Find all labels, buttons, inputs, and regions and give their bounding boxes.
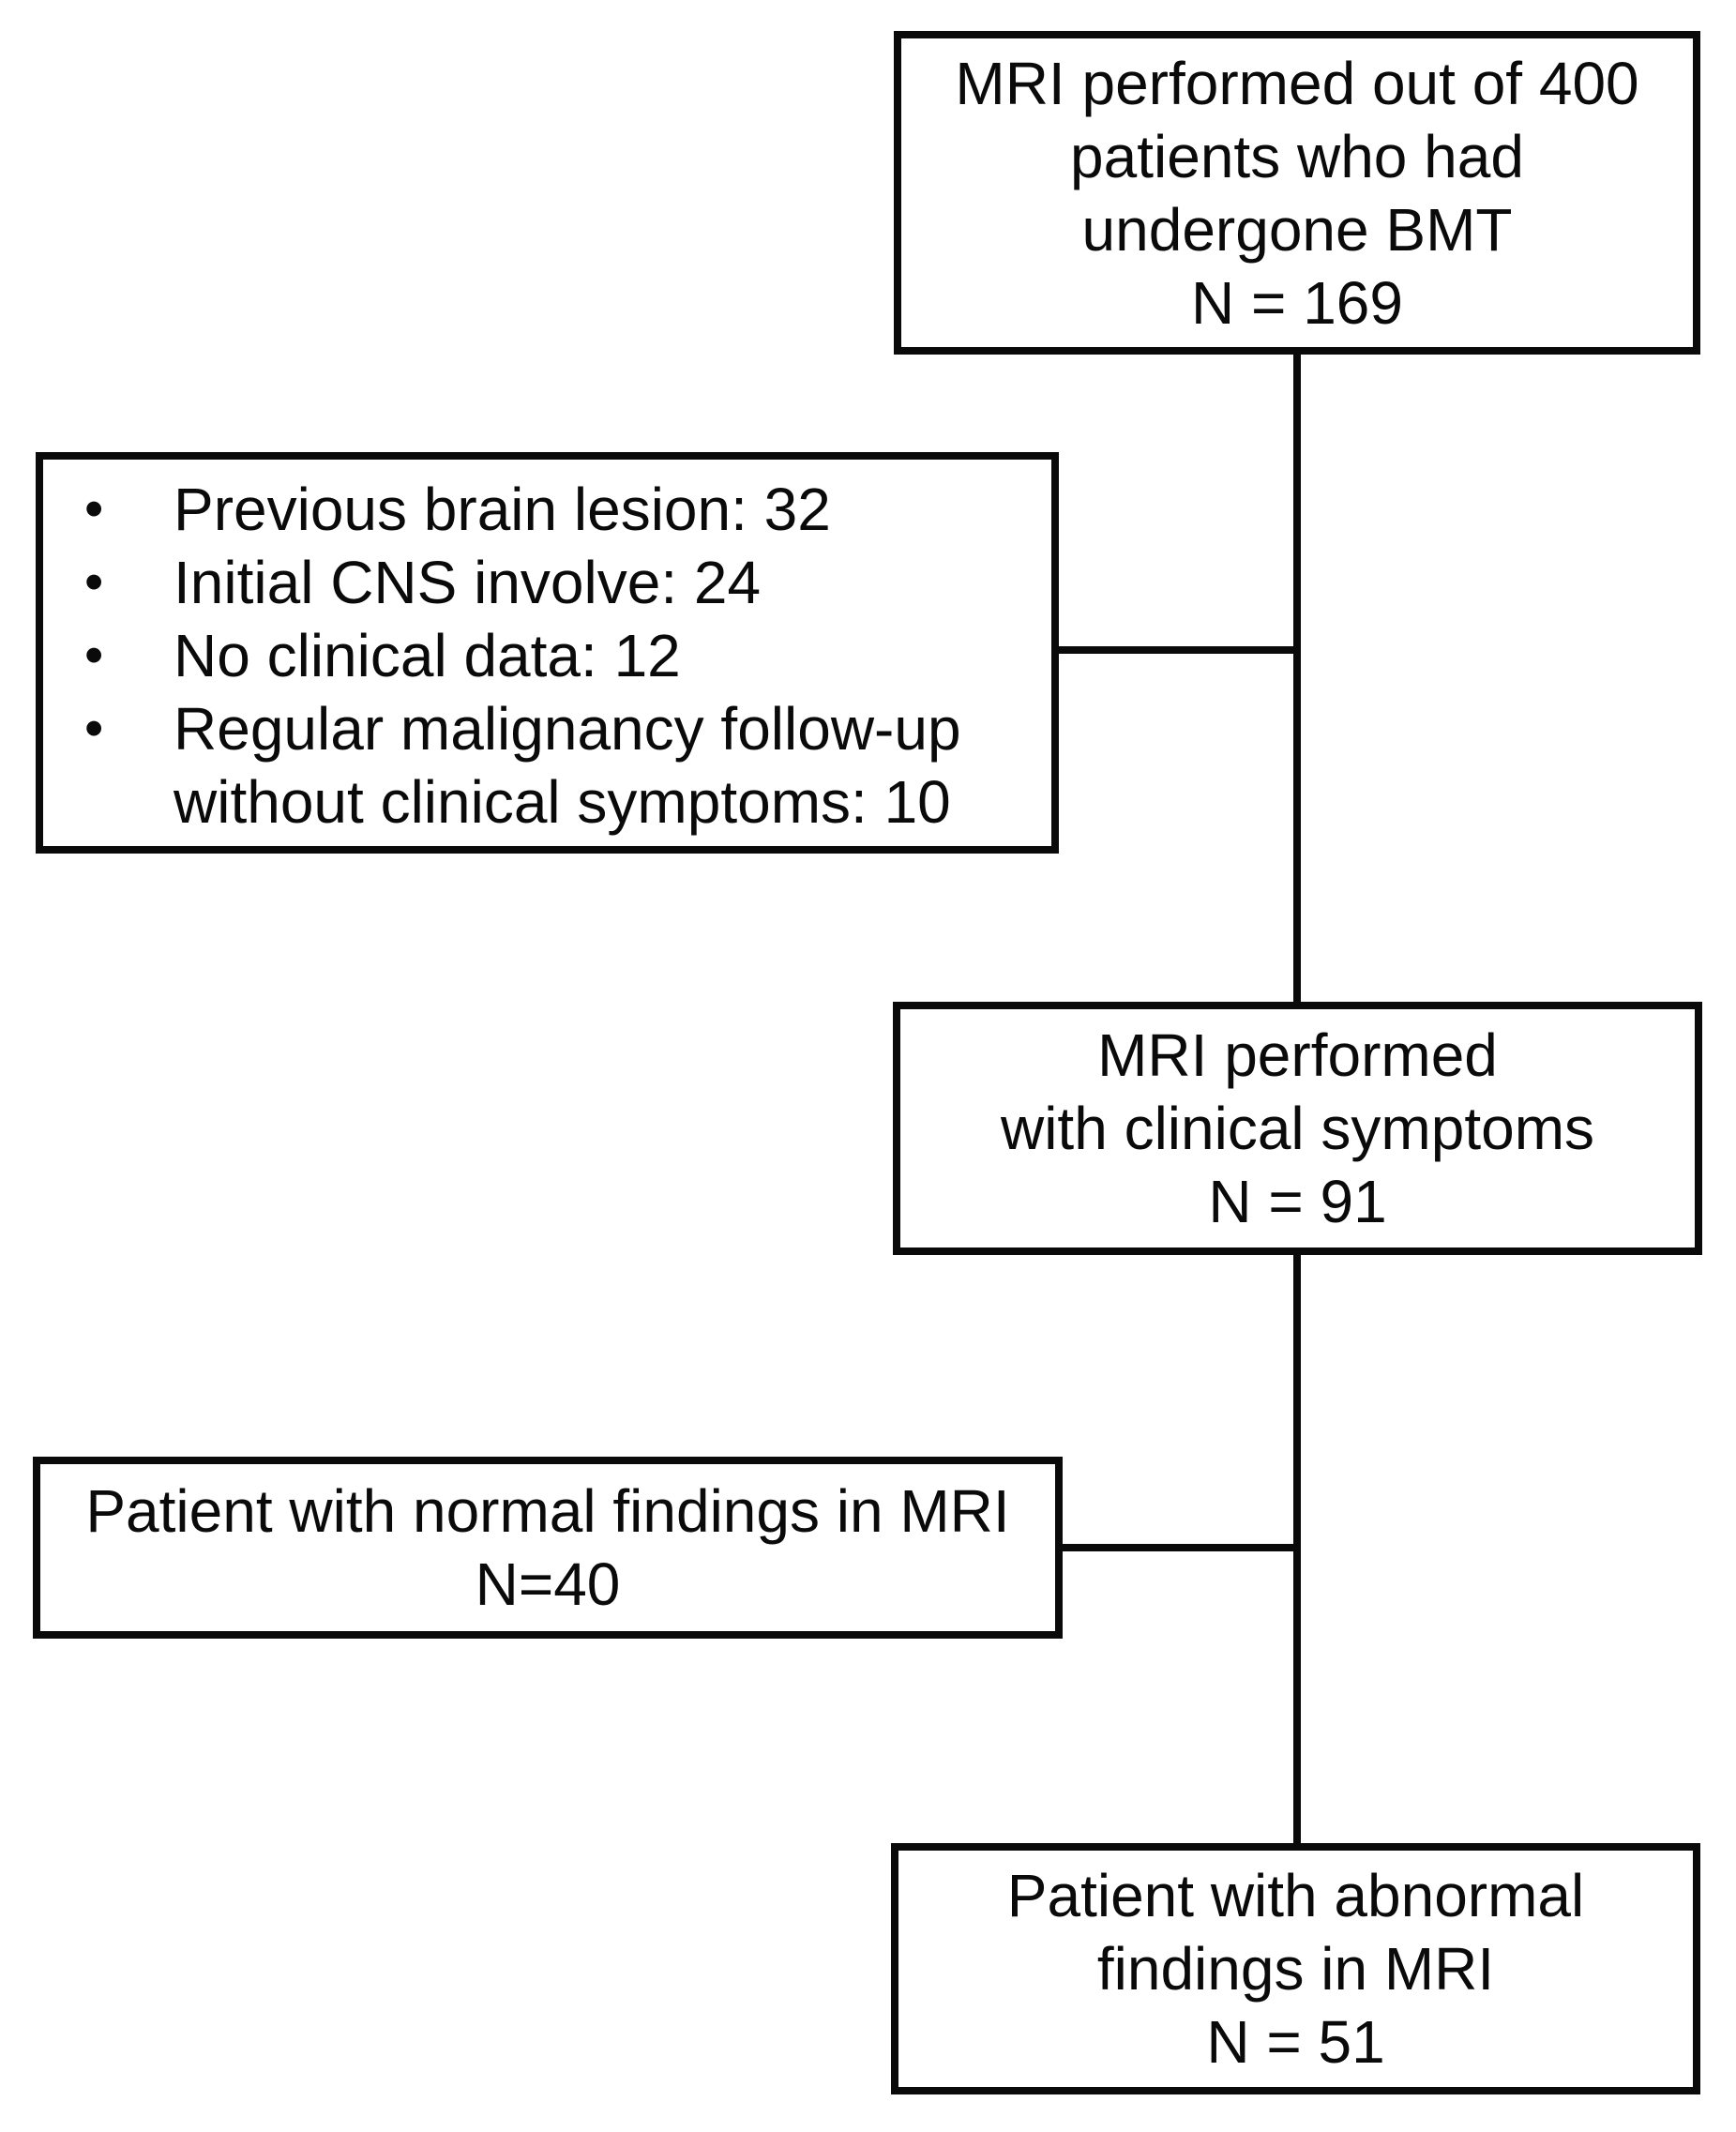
box-count-label: N = 91	[1208, 1168, 1387, 1235]
list-item-label: Regular malignancy follow-up without cli…	[174, 695, 961, 836]
bullet-icon: •	[84, 552, 104, 612]
box-normal-findings: Patient with normal findings in MRI N=40	[33, 1457, 1063, 1639]
box-text-line: with clinical symptoms	[1000, 1095, 1595, 1162]
connector-horizontal-normal	[1059, 1544, 1301, 1551]
list-item: • Regular malignancy follow-up without c…	[71, 692, 1040, 839]
box-count-label: N=40	[475, 1550, 621, 1618]
box-count-label: N = 169	[1191, 268, 1403, 337]
box-text-line: findings in MRI	[1096, 1935, 1495, 2003]
box-text-line: undergone BMT	[1081, 195, 1513, 264]
list-item: • Initial CNS involve: 24	[71, 546, 1040, 619]
list-item: • Previous brain lesion: 32	[71, 473, 1040, 546]
box-text-line: MRI performed	[1097, 1021, 1498, 1089]
list-item-label: No clinical data: 12	[174, 622, 681, 689]
connector-horizontal-exclusion	[1055, 646, 1297, 654]
box-abnormal-findings: Patient with abnormal findings in MRI N …	[891, 1843, 1700, 2094]
list-item-label: Previous brain lesion: 32	[174, 476, 831, 543]
box-mri-performed-total: MRI performed out of 400 patients who ha…	[894, 31, 1700, 355]
box-text-line: Patient with abnormal	[1006, 1862, 1585, 1929]
bullet-icon: •	[84, 625, 104, 686]
list-item-label: Initial CNS involve: 24	[174, 549, 762, 616]
connector-vertical-top	[1293, 355, 1301, 1002]
box-text-line: Patient with normal findings in MRI	[85, 1477, 1010, 1545]
box-exclusions: • Previous brain lesion: 32 • Initial CN…	[36, 452, 1059, 854]
bullet-icon: •	[84, 698, 104, 759]
box-mri-with-symptoms: MRI performed with clinical symptoms N =…	[893, 1002, 1702, 1255]
box-count-label: N = 51	[1206, 2008, 1385, 2076]
box-text-line: MRI performed out of 400	[955, 49, 1639, 117]
box-text-line: patients who had	[1070, 122, 1524, 190]
bullet-icon: •	[84, 478, 104, 539]
list-item: • No clinical data: 12	[71, 619, 1040, 692]
